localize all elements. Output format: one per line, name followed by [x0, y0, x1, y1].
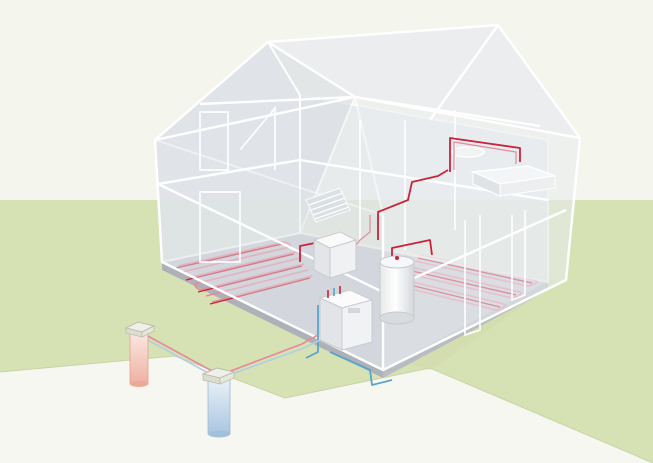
heat-pump-unit — [314, 232, 356, 278]
ceiling-panel — [452, 147, 484, 157]
storage-tank — [380, 256, 414, 324]
well-cold — [203, 368, 234, 438]
